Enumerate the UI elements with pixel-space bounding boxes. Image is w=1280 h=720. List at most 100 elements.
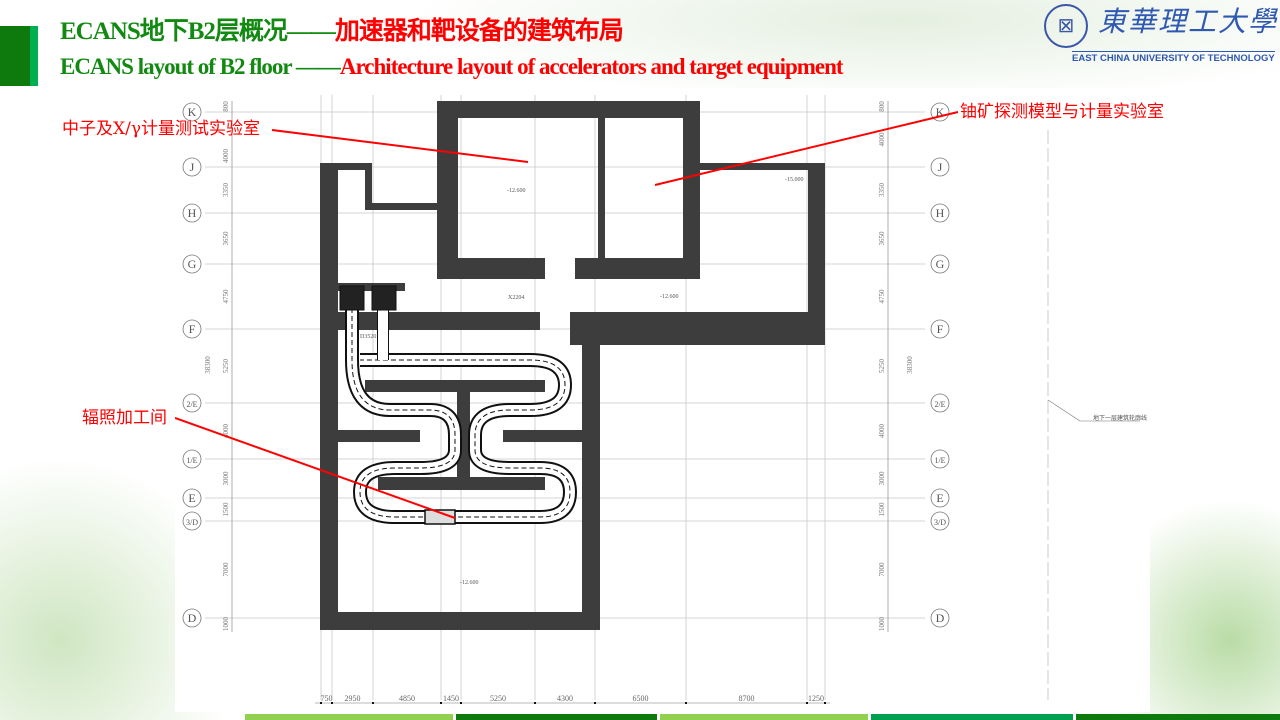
- axis-bubble-1-E: 1/E: [930, 449, 950, 469]
- target-hall-walls: [437, 101, 700, 279]
- floor-plan-drawing: K K J J H H G G F F 2/E 2/E 1/E 1/E E E 3/D 3/D D D 800 800 40…: [175, 88, 1150, 712]
- column-dimension-label: 8700: [739, 694, 755, 703]
- svg-text:K: K: [936, 105, 945, 119]
- svg-text:E: E: [936, 491, 943, 505]
- axis-bubble-G: G: [930, 254, 950, 274]
- svg-text:2/E: 2/E: [934, 400, 945, 409]
- row-dimension-label: 4750: [222, 289, 230, 304]
- row-dimension-label: 5250: [222, 359, 230, 374]
- row-dimension-label: 3650: [878, 231, 886, 246]
- svg-text:G: G: [188, 257, 197, 271]
- title-cn-part2: 加速器和靶设备的建筑布局: [334, 18, 624, 45]
- elevation-note: -12.600: [507, 188, 526, 194]
- row-dimension-label: 7000: [878, 562, 886, 577]
- wall-right-lower: [582, 312, 600, 630]
- axis-bubble-G: G: [182, 254, 202, 274]
- row-dimension-label: 1500: [222, 502, 230, 517]
- svg-text:E: E: [188, 491, 195, 505]
- total-height-label: 38300: [906, 356, 914, 374]
- ion-source-2: [371, 285, 397, 311]
- row-dimension-label: 4000: [222, 149, 230, 164]
- svg-text:3/D: 3/D: [186, 518, 198, 527]
- svg-text:H: H: [936, 206, 945, 220]
- title-en-part1: ECANS layout of B2 floor ——: [60, 54, 341, 79]
- svg-text:3/D: 3/D: [934, 518, 946, 527]
- logo-name-cn: 東華理工大學: [1098, 5, 1279, 38]
- axis-bubble-D: D: [182, 608, 202, 628]
- elevation-note: -12.600: [460, 580, 479, 586]
- footer-bar-4: [871, 714, 1073, 720]
- row-dimension-label: 4000: [222, 424, 230, 439]
- beam-code-note: D3520: [360, 334, 376, 340]
- svg-text:G: G: [936, 257, 945, 271]
- room-code-note: X2204: [508, 295, 524, 301]
- axis-bubble-2-E: 2/E: [182, 393, 202, 413]
- university-logo: ⊠ 東華理工大學 EAST CHINA UNIVERSITY OF TECHNO…: [1042, 2, 1278, 64]
- title-accent-bar: [0, 26, 30, 86]
- svg-text:1/E: 1/E: [186, 456, 197, 465]
- axis-bubble-F: F: [182, 319, 202, 339]
- row-dimension-label: 3350: [222, 183, 230, 198]
- column-dimension-label: 750: [321, 694, 333, 703]
- wall-left: [320, 163, 338, 630]
- beam-line: [339, 285, 578, 525]
- row-dimension-label: 3650: [222, 231, 230, 246]
- footer-bar-3: [660, 714, 868, 720]
- label-uranium-lab: 铀矿探测模型与计量实验室: [960, 102, 1164, 122]
- column-dimension-label: 6500: [633, 694, 649, 703]
- label-neutron-lab: 中子及X/γ计量测试实验室: [62, 119, 260, 139]
- axis-bubble-3-D: 3/D: [930, 511, 950, 531]
- row-dimension-label: 7000: [222, 562, 230, 577]
- row-dimension-label: 5250: [878, 359, 886, 374]
- svg-text:J: J: [190, 160, 195, 174]
- column-dimension-label: 5250: [490, 694, 506, 703]
- axis-bubble-J: J: [930, 157, 950, 177]
- axis-bubble-J: J: [182, 157, 202, 177]
- row-dimension-label: 4000: [878, 132, 886, 147]
- slide-title-cn: ECANS地下B2层概况——加速器和靶设备的建筑布局: [60, 18, 624, 46]
- axis-markers: K K J J H H G G F F 2/E 2/E 1/E 1/E E E 3/D 3/D D D 800 800 40…: [182, 101, 950, 704]
- svg-text:1/E: 1/E: [934, 456, 945, 465]
- svg-text:H: H: [188, 206, 197, 220]
- axis-bubble-1-E: 1/E: [182, 449, 202, 469]
- drawing-notes: -12.600 X2204 -12.600 -15.000 -12.600 D3…: [360, 130, 1147, 700]
- label-irradiation-room: 辐照加工间: [82, 408, 167, 428]
- title-accent-bar-light: [30, 26, 38, 86]
- axis-bubble-K: K: [182, 102, 202, 122]
- floor-plan-svg: K K J J H H G G F F 2/E 2/E 1/E 1/E E E 3/D 3/D D D 800 800 40…: [175, 95, 1147, 704]
- outline-note: 地下一层建筑轮廓线: [1093, 414, 1147, 422]
- row-dimension-label: 4000: [878, 424, 886, 439]
- wall-bottom: [320, 612, 600, 630]
- svg-text:J: J: [938, 160, 943, 174]
- row-dimension-label: 1500: [878, 502, 886, 517]
- title-en-part2: Architecture layout of accelerators and …: [339, 54, 844, 79]
- row-dimension-label: 3350: [878, 183, 886, 198]
- svg-text:D: D: [936, 611, 945, 625]
- total-height-label: 38300: [204, 356, 212, 374]
- row-dimension-label: 800: [878, 101, 886, 112]
- row-dimension-label: 4750: [878, 289, 886, 304]
- ion-source-1: [339, 285, 365, 311]
- elevation-note: -15.000: [785, 177, 804, 183]
- svg-text:D: D: [188, 611, 197, 625]
- column-dimension-label: 1450: [443, 694, 459, 703]
- svg-text:F: F: [937, 322, 944, 336]
- slide-title-en: ECANS layout of B2 floor ——Architecture …: [60, 54, 844, 79]
- walls: [320, 101, 825, 630]
- university-seal-icon: ⊠: [1044, 4, 1088, 48]
- svg-text:2/E: 2/E: [186, 400, 197, 409]
- row-dimension-label: 1000: [878, 617, 886, 632]
- footer-bar-5: [1076, 714, 1280, 720]
- axis-bubble-F: F: [930, 319, 950, 339]
- footer-bar-1: [245, 714, 453, 720]
- row-dimension-label: 3000: [878, 471, 886, 486]
- column-dimension-label: 4300: [557, 694, 573, 703]
- axis-bubble-3-D: 3/D: [182, 511, 202, 531]
- row-dimension-label: 800: [222, 101, 230, 112]
- row-dimension-label: 3000: [222, 471, 230, 486]
- column-dimension-label: 4850: [399, 694, 415, 703]
- axis-bubble-H: H: [930, 203, 950, 223]
- svg-text:K: K: [188, 105, 197, 119]
- axis-bubble-D: D: [930, 608, 950, 628]
- axis-bubble-E: E: [182, 488, 202, 508]
